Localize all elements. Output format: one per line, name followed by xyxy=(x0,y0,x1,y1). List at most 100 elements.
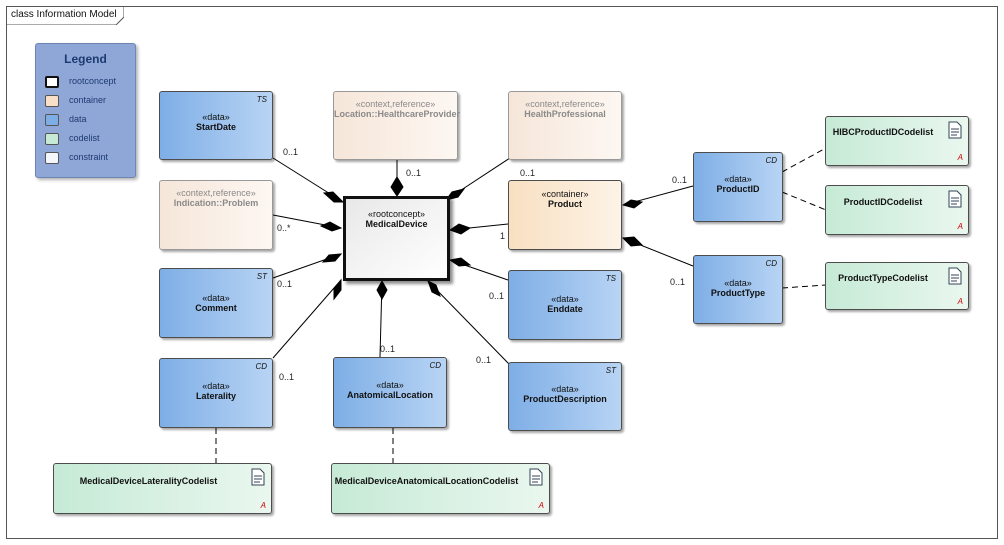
abstract-mark: A xyxy=(957,222,963,231)
class-stereotype: «data» xyxy=(202,112,230,122)
class-anatomical-location[interactable]: CD «data» AnatomicalLocation xyxy=(333,357,447,428)
codelist-name: ProductIDCodelist xyxy=(843,197,923,207)
dependency-product-type xyxy=(781,284,827,289)
diamond-laterality xyxy=(333,278,342,301)
legend-label: container xyxy=(69,95,107,105)
class-product-id[interactable]: CD «data» ProductID xyxy=(693,152,783,222)
legend-swatch xyxy=(45,95,59,107)
class-name: Comment xyxy=(195,303,237,313)
codelist-product-type[interactable]: ProductTypeCodelist A xyxy=(825,262,969,310)
dependency-hibc xyxy=(781,147,827,173)
multiplicity-product-type: 0..1 xyxy=(670,277,686,287)
class-laterality[interactable]: CD «data» Laterality xyxy=(159,358,273,428)
class-stereotype: «rootconcept» xyxy=(367,209,426,219)
class-stereotype: «data» xyxy=(724,278,752,288)
abstract-mark: A xyxy=(957,297,963,306)
diamond-product-type xyxy=(621,236,644,247)
class-stereotype: «data» xyxy=(202,381,230,391)
class-indication[interactable]: «context,reference» Indication::Problem xyxy=(159,180,273,250)
class-name: Enddate xyxy=(547,304,583,314)
document-icon xyxy=(948,190,962,208)
class-name: MedicalDevice xyxy=(365,219,428,229)
abstract-mark: A xyxy=(260,501,266,510)
document-icon xyxy=(529,468,543,486)
diamond-location xyxy=(390,176,404,197)
codelist-product-id[interactable]: ProductIDCodelist A xyxy=(825,185,969,235)
legend: Legend rootconcept container data codeli… xyxy=(35,43,136,178)
class-name: HealthProfessional xyxy=(524,109,606,119)
class-location[interactable]: «context,reference» Location::Healthcare… xyxy=(333,91,461,160)
legend-swatch xyxy=(45,114,59,126)
class-stereotype: «data» xyxy=(551,384,579,394)
class-stereotype: «data» xyxy=(551,294,579,304)
legend-label: data xyxy=(69,114,87,124)
multiplicity-product-description: 0..1 xyxy=(476,355,492,365)
document-icon xyxy=(948,121,962,139)
legend-swatch xyxy=(45,76,59,88)
class-type-tag: TS xyxy=(256,95,267,104)
legend-title: Legend xyxy=(64,52,107,66)
codelist-name: ProductTypeCodelist xyxy=(838,273,928,283)
class-medical-device[interactable]: «rootconcept» MedicalDevice xyxy=(343,196,450,281)
diagram-title: class Information Model xyxy=(11,9,117,20)
class-name: StartDate xyxy=(195,122,236,132)
class-type-tag: ST xyxy=(256,272,267,281)
legend-label: constraint xyxy=(69,152,109,162)
edge-laterality xyxy=(272,279,342,359)
class-name: ProductID xyxy=(716,184,760,194)
class-product[interactable]: «container» Product xyxy=(508,180,622,250)
multiplicity-laterality: 0..1 xyxy=(279,372,295,382)
class-name: AnatomicalLocation xyxy=(346,390,433,400)
document-icon xyxy=(251,468,265,486)
class-stereotype: «data» xyxy=(202,293,230,303)
class-name: Product xyxy=(547,199,582,209)
diamond-product xyxy=(448,223,472,235)
codelist-name: HIBCProductIDCodelist xyxy=(832,127,934,137)
edge-product-description xyxy=(427,280,511,366)
multiplicity-product: 1 xyxy=(500,231,506,241)
codelist-laterality[interactable]: MedicalDeviceLateralityCodelist A xyxy=(53,463,272,514)
legend-label: rootconcept xyxy=(69,76,117,86)
class-type-tag: TS xyxy=(605,274,616,283)
codelist-anatomical-location[interactable]: MedicalDeviceAnatomicalLocationCodelist … xyxy=(331,463,550,514)
multiplicity-product-id: 0..1 xyxy=(672,175,688,185)
class-type-tag: CD xyxy=(765,259,777,268)
class-enddate[interactable]: TS «data» Enddate xyxy=(508,270,622,340)
codelist-hibc-product-id[interactable]: HIBCProductIDCodelist A xyxy=(825,116,969,166)
class-type-tag: CD xyxy=(429,361,441,370)
abstract-mark: A xyxy=(538,501,544,510)
class-type-tag: CD xyxy=(765,156,777,165)
multiplicity-health-professional: 0..1 xyxy=(520,168,536,178)
class-name: Indication::Problem xyxy=(173,198,259,208)
multiplicity-anatomical: 0..1 xyxy=(380,344,396,354)
class-stereotype: «context,reference» xyxy=(525,99,605,109)
class-name: Laterality xyxy=(195,391,237,401)
multiplicity-start-date: 0..1 xyxy=(283,147,299,157)
diamond-start-date xyxy=(322,191,345,203)
multiplicity-indication: 0..* xyxy=(277,223,291,233)
dependency-product-id xyxy=(781,191,827,211)
legend-swatch xyxy=(45,133,59,145)
class-product-description[interactable]: ST «data» ProductDescription xyxy=(508,362,622,431)
class-stereotype: «context,reference» xyxy=(176,188,256,198)
multiplicity-enddate: 0..1 xyxy=(489,291,505,301)
class-health-professional[interactable]: «context,reference» HealthProfessional xyxy=(508,91,622,160)
class-stereotype: «context,reference» xyxy=(355,99,436,109)
diamond-product-description xyxy=(427,279,441,298)
class-name: Location::HealthcareProvider xyxy=(334,109,461,119)
diamond-anatomical xyxy=(376,279,388,301)
class-type-tag: ST xyxy=(605,366,616,375)
diamond-product-id xyxy=(621,199,644,209)
legend-swatch xyxy=(45,152,59,164)
diamond-health-professional xyxy=(444,188,466,201)
class-stereotype: «container» xyxy=(541,189,589,199)
class-comment[interactable]: ST «data» Comment xyxy=(159,268,273,338)
class-name: ProductDescription xyxy=(523,394,607,404)
codelist-name: MedicalDeviceAnatomicalLocationCodelist xyxy=(334,476,519,486)
document-icon xyxy=(948,267,962,285)
codelist-name: MedicalDeviceLateralityCodelist xyxy=(79,476,218,486)
class-start-date[interactable]: TS «data» StartDate xyxy=(159,91,273,160)
abstract-mark: A xyxy=(957,153,963,162)
class-product-type[interactable]: CD «data» ProductType xyxy=(693,255,783,324)
